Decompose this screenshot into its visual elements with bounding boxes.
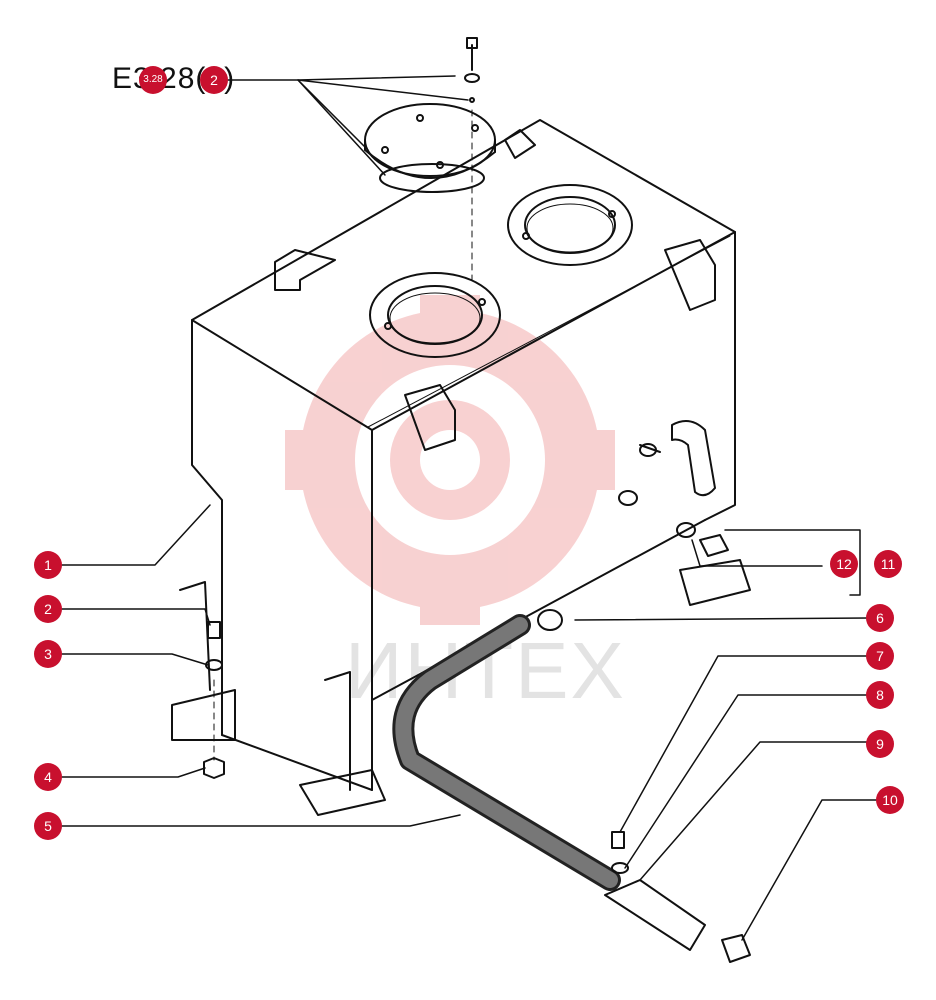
callout-2-top[interactable]: 2 <box>200 66 228 94</box>
callout-ref-3-28[interactable]: 3.28 <box>139 66 167 94</box>
top-flange-front <box>369 272 501 358</box>
callout-3[interactable]: 3 <box>34 640 62 668</box>
top-flange-rear <box>507 184 633 266</box>
callout-5[interactable]: 5 <box>34 812 62 840</box>
callout-7[interactable]: 7 <box>866 642 894 670</box>
side-fittings <box>618 420 729 557</box>
callout-10[interactable]: 10 <box>876 786 904 814</box>
suction-hose <box>392 609 621 891</box>
callout-2[interactable]: 2 <box>34 595 62 623</box>
cover-plate <box>364 37 496 281</box>
callout-1[interactable]: 1 <box>34 551 62 579</box>
callout-4[interactable]: 4 <box>34 763 62 791</box>
callout-9[interactable]: 9 <box>866 730 894 758</box>
callout-8[interactable]: 8 <box>866 681 894 709</box>
callout-12[interactable]: 12 <box>830 550 858 578</box>
callout-6[interactable]: 6 <box>866 604 894 632</box>
callout-11[interactable]: 11 <box>874 550 902 578</box>
